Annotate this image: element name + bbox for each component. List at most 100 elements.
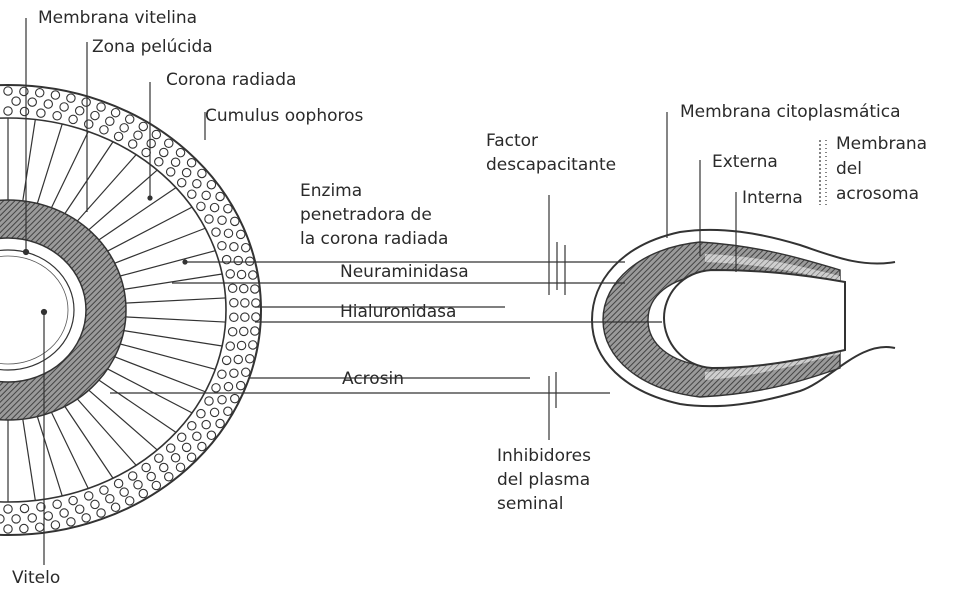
cumulus-cell: [51, 521, 59, 529]
cumulus-cell: [237, 270, 245, 278]
cumulus-cell: [67, 94, 75, 102]
oocyte: [0, 85, 261, 535]
cumulus-cell: [178, 179, 186, 187]
cumulus-cell: [176, 148, 184, 156]
cumulus-cell: [249, 271, 257, 279]
cumulus-cell: [246, 257, 254, 265]
cumulus-cell: [0, 515, 4, 523]
label-cumulus-oophoros: Cumulus oophoros: [205, 106, 363, 127]
cumulus-cell: [218, 396, 226, 404]
cumulus-cell: [252, 313, 260, 321]
cumulus-cell: [4, 107, 12, 115]
cumulus-cell: [82, 514, 90, 522]
label-acrosin: Acrosin: [342, 369, 404, 390]
cumulus-cell: [75, 107, 83, 115]
cumulus-cell: [91, 111, 99, 119]
cumulus-cell: [142, 148, 150, 156]
cumulus-cell: [197, 202, 205, 210]
label-vitelo: Vitelo: [12, 568, 60, 589]
cumulus-cell: [111, 503, 119, 511]
cumulus-cell: [218, 370, 226, 378]
cumulus-cell: [12, 97, 20, 105]
leader-dot: [24, 250, 29, 255]
cumulus-cell: [234, 256, 242, 264]
cumulus-cell: [246, 355, 254, 363]
cumulus-cell: [171, 454, 179, 462]
cumulus-cell: [4, 525, 12, 533]
cumulus-cell: [240, 327, 248, 335]
label-interna: Interna: [742, 188, 803, 209]
cumulus-cell: [218, 216, 226, 224]
cumulus-cell: [28, 98, 36, 106]
label-hialuronidasa: Hialuronidasa: [340, 302, 456, 323]
cumulus-cell: [171, 158, 179, 166]
cumulus-cell: [125, 497, 133, 505]
cumulus-cell: [205, 215, 213, 223]
cumulus-cell: [230, 369, 238, 377]
cumulus-cell: [120, 124, 128, 132]
cumulus-cell: [228, 284, 236, 292]
cumulus-cell: [166, 168, 174, 176]
label-membrana-vitelina: Membrana vitelina: [38, 8, 197, 29]
cumulus-cell: [44, 512, 52, 520]
cumulus-cell: [91, 500, 99, 508]
cumulus-cell: [241, 299, 249, 307]
cumulus-cell: [231, 394, 239, 402]
cumulus-cell: [165, 139, 173, 147]
label-externa: Externa: [712, 152, 778, 173]
cumulus-cell: [228, 328, 236, 336]
cumulus-cell: [230, 313, 238, 321]
cumulus-cell: [100, 126, 108, 134]
cumulus-cell: [166, 444, 174, 452]
cumulus-cell: [100, 486, 108, 494]
cumulus-cell: [128, 140, 136, 148]
cumulus-cell: [234, 355, 242, 363]
cumulus-cell: [249, 341, 257, 349]
cumulus-cell: [197, 409, 205, 417]
cumulus-cell: [165, 473, 173, 481]
cumulus-cell: [252, 299, 260, 307]
cumulus-cell: [205, 397, 213, 405]
cumulus-cell: [251, 327, 259, 335]
cumulus-cell: [231, 217, 239, 225]
cumulus-cell: [139, 489, 147, 497]
cumulus-cell: [37, 109, 45, 117]
cumulus-cell: [251, 285, 259, 293]
cumulus-cell: [51, 91, 59, 99]
cumulus-cell: [114, 479, 122, 487]
cumulus-cell: [4, 505, 12, 513]
cumulus-cell: [67, 518, 75, 526]
cumulus-cell: [226, 270, 234, 278]
label-factor-line2: descapacitante: [486, 155, 616, 176]
cumulus-cell: [155, 158, 163, 166]
cumulus-cell: [230, 299, 238, 307]
cumulus-cell: [216, 192, 224, 200]
cumulus-cell: [218, 242, 226, 250]
cumulus-cell: [198, 169, 206, 177]
cumulus-cell: [106, 117, 114, 125]
cumulus-cell: [212, 228, 220, 236]
label-corona-radiada: Corona radiada: [166, 70, 296, 91]
label-inhibidores-line3: seminal: [497, 494, 564, 515]
cumulus-cell: [188, 422, 196, 430]
cumulus-cell: [4, 87, 12, 95]
cumulus-cell: [237, 230, 245, 238]
cumulus-cell: [212, 384, 220, 392]
cumulus-cell: [147, 472, 155, 480]
cumulus-cell: [242, 243, 250, 251]
cumulus-cell: [224, 382, 232, 390]
cumulus-cell: [139, 122, 147, 130]
cumulus-cell: [178, 433, 186, 441]
cumulus-cell: [237, 381, 245, 389]
cumulus-cell: [111, 108, 119, 116]
cumulus-cell: [97, 103, 105, 111]
cumulus-cell: [224, 205, 232, 213]
cumulus-cell: [60, 509, 68, 517]
label-enzima-line2: penetradora de: [300, 205, 432, 226]
cumulus-cell: [97, 509, 105, 517]
cumulus-cell: [160, 148, 168, 156]
cumulus-cell: [53, 112, 61, 120]
leader-dot: [183, 260, 187, 264]
cumulus-cell: [142, 463, 150, 471]
